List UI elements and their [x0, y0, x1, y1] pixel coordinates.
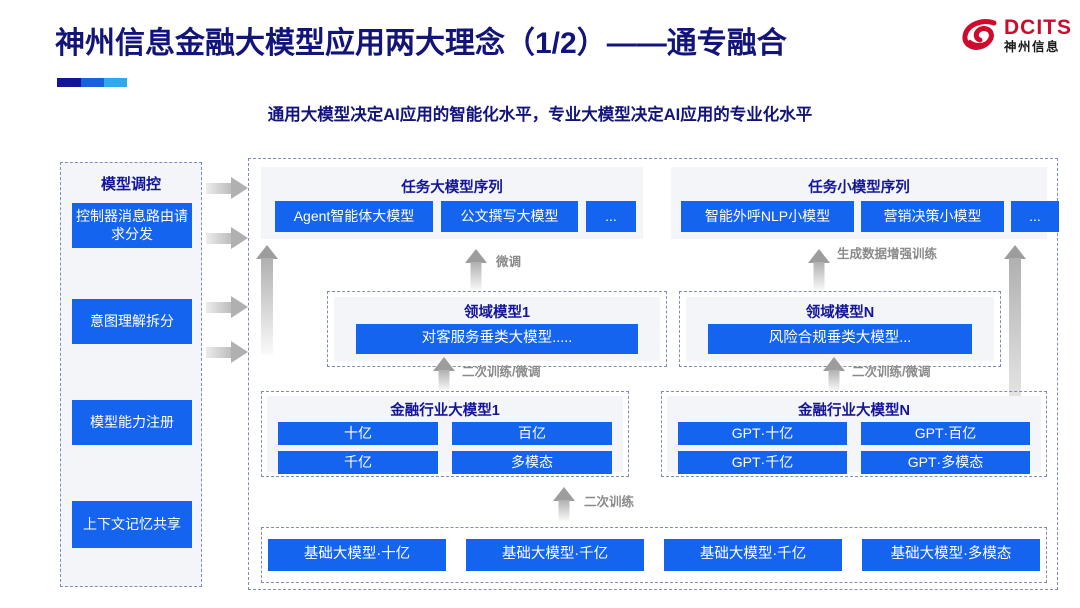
logo-chinese-text: 神州信息 [1004, 39, 1061, 54]
logo-latin-text: DCITS [1004, 15, 1072, 39]
page-subtitle: 通用大模型决定AI应用的智能化水平，专业大模型决定AI应用的专业化水平 [267, 106, 813, 124]
industry-n-item-gpt-1000y[interactable]: GPT·千亿 [678, 451, 847, 474]
connector-arrow-right-2 [206, 227, 248, 249]
arrow-label-retrain-finetune-left: 二次训练/微调 [462, 365, 541, 379]
sidebar-item-controller-routing[interactable]: 控制器消息路由请求分发 [72, 203, 192, 248]
arrow-label-data-augment: 生成数据增强训练 [837, 247, 938, 261]
page-title: 神州信息金融大模型应用两大理念（1/2）——通专融合 [55, 27, 787, 60]
task-small-item-more[interactable]: ... [1011, 201, 1059, 232]
sidebar-title: 模型调控 [100, 176, 161, 193]
base-model-multimodal[interactable]: 基础大模型·多模态 [862, 539, 1040, 571]
domain-model-n-item[interactable]: 风险合规垂类大模型... [708, 324, 972, 354]
industry-1-item-multimodal[interactable]: 多模态 [452, 451, 612, 474]
industry-n-item-gpt-10y[interactable]: GPT·十亿 [678, 422, 847, 445]
base-model-1000y-b[interactable]: 基础大模型·千亿 [664, 539, 842, 571]
sidebar-item-context-memory[interactable]: 上下文记忆共享 [72, 501, 192, 548]
base-model-1000y-a[interactable]: 基础大模型·千亿 [466, 539, 644, 571]
connector-arrow-right-4 [206, 341, 248, 363]
task-small-item-marketing-decision[interactable]: 营销决策小模型 [861, 201, 1004, 232]
panel-domain-n-title: 领域模型N [805, 305, 875, 321]
panel-domain-model-n: 领域模型N 风险合规垂类大模型... [679, 291, 1001, 367]
panel-industry-n-title: 金融行业大模型N [798, 403, 910, 419]
industry-1-item-100y[interactable]: 百亿 [452, 422, 612, 445]
panel-base-models: 基础大模型·十亿 基础大模型·千亿 基础大模型·千亿 基础大模型·多模态 [261, 527, 1047, 583]
panel-industry-model-n: 金融行业大模型N GPT·十亿 GPT·百亿 GPT·千亿 GPT·多模态 [661, 391, 1047, 477]
task-large-item-more[interactable]: ... [586, 201, 636, 232]
panel-industry-model-1: 金融行业大模型1 十亿 百亿 千亿 多模态 [261, 391, 629, 477]
sidebar-item-capability-registry[interactable]: 模型能力注册 [72, 400, 192, 445]
task-large-item-agent[interactable]: Agent智能体大模型 [275, 201, 433, 232]
connector-arrow-right-1 [206, 177, 248, 199]
logo-swirl-icon [961, 16, 999, 54]
sidebar-item-intent-parsing[interactable]: 意图理解拆分 [72, 299, 192, 344]
base-model-10y[interactable]: 基础大模型·十亿 [268, 539, 446, 571]
panel-task-large-model-sequence: 任务大模型序列 Agent智能体大模型 公文撰写大模型 ... [261, 167, 643, 239]
industry-1-item-1000y[interactable]: 千亿 [278, 451, 438, 474]
task-small-item-outbound-nlp[interactable]: 智能外呼NLP小模型 [681, 201, 854, 232]
industry-n-item-gpt-100y[interactable]: GPT·百亿 [861, 422, 1030, 445]
domain-model-1-item[interactable]: 对客服务垂类大模型..... [356, 324, 638, 354]
sidebar-model-control: 模型调控 控制器消息路由请求分发 意图理解拆分 模型能力注册 上下文记忆共享 [60, 162, 202, 587]
industry-n-item-gpt-multimodal[interactable]: GPT·多模态 [861, 451, 1030, 474]
panel-task-small-model-sequence: 任务小模型序列 智能外呼NLP小模型 营销决策小模型 ... [671, 167, 1059, 239]
title-accent-rule [57, 78, 127, 87]
arrow-label-retrain: 二次训练 [584, 495, 635, 509]
arrow-label-retrain-finetune-right: 二次训练/微调 [852, 365, 931, 379]
panel-industry-1-title: 金融行业大模型1 [390, 403, 500, 419]
architecture-diagram: 任务大模型序列 Agent智能体大模型 公文撰写大模型 ... 任务小模型序列 … [248, 158, 1059, 590]
task-large-item-doc-writing[interactable]: 公文撰写大模型 [441, 201, 578, 232]
panel-task-small-title: 任务小模型序列 [808, 180, 910, 196]
dcits-logo: DCITS 神州信息 [961, 16, 1072, 54]
panel-domain-model-1: 领域模型1 对客服务垂类大模型..... [327, 291, 667, 367]
arrow-label-finetune: 微调 [496, 255, 522, 269]
panel-task-large-title: 任务大模型序列 [401, 180, 503, 196]
industry-1-item-10y[interactable]: 十亿 [278, 422, 438, 445]
connector-arrow-right-3 [206, 296, 248, 318]
panel-domain-1-title: 领域模型1 [463, 305, 531, 321]
